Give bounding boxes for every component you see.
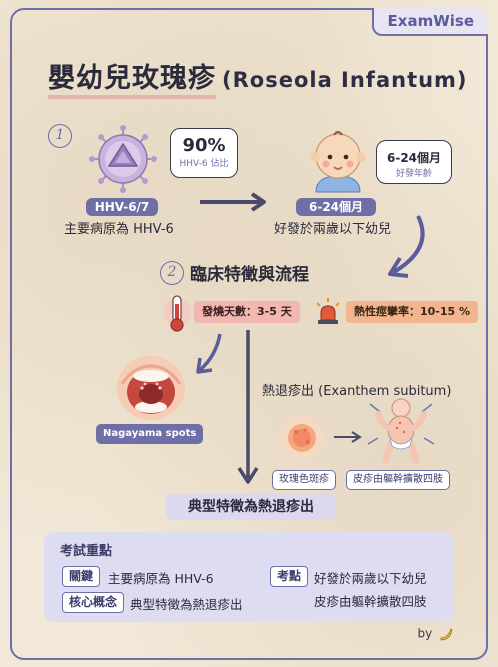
age-tag: 6-24個月 — [296, 198, 376, 216]
exam-title: 考試重點 — [60, 544, 113, 559]
title-english: (Roseola Infantum) — [222, 68, 468, 92]
thermometer-icon — [163, 295, 191, 332]
exanthem-title: 熱退疹出 (Exanthem subitum) — [262, 384, 452, 399]
brand-logo: ExamWise — [371, 8, 488, 36]
age-bubble-caption: 好發年齡 — [395, 169, 432, 179]
virus-tag: HHV-6/7 — [86, 198, 158, 216]
age-bubble-value: 6-24個月 — [386, 151, 442, 165]
step-2-number: 2 — [160, 261, 184, 285]
author-credit: by — [417, 626, 454, 642]
arrow-right-icon — [200, 192, 266, 212]
age-label: 好發於兩歲以下幼兒 — [274, 222, 392, 237]
exam-tag-core-concept: 核心概念 — [62, 592, 124, 613]
alarm-siren-icon — [316, 298, 340, 324]
exam-text-test-point-2: 皮疹由軀幹擴散四肢 — [314, 594, 427, 609]
short-arrow-icon — [196, 333, 222, 374]
fever-days-pill: 發燒天數：3-5 天 — [194, 301, 300, 323]
virus-label: 主要病原為 HHV-6 — [64, 222, 174, 237]
nagayama-spots-tag: Nagayama spots — [96, 424, 204, 444]
card-frame — [10, 8, 488, 660]
banana-icon — [440, 628, 453, 641]
age-bubble: 6-24個月 好發年齡 — [376, 140, 452, 184]
exam-tag-test-point: 考點 — [270, 566, 308, 587]
section-title-clinical: 臨床特徵與流程 — [190, 265, 309, 285]
hhv6-percentage: 90% — [182, 135, 226, 156]
title-chinese: 嬰幼兒玫瑰疹 — [48, 63, 216, 99]
page-title: 嬰幼兒玫瑰疹(Roseola Infantum) — [48, 56, 468, 99]
exam-tag-key: 關鍵 — [62, 566, 100, 587]
baby-body-icon — [367, 398, 435, 464]
exam-text-core-concept: 典型特徵為熱退疹出 — [130, 597, 243, 612]
by-label: by — [417, 626, 433, 641]
rose-rash-tag: 玫瑰色斑疹 — [272, 470, 336, 490]
step-1-number: 1 — [48, 124, 72, 148]
hhv6-percentage-caption: HHV-6 佔比 — [179, 159, 229, 169]
curved-arrow-icon — [388, 215, 425, 278]
rash-arrow-icon — [334, 431, 362, 443]
rose-rash-icon — [280, 416, 324, 460]
rash-spread-tag: 皮疹由軀幹擴散四肢 — [346, 470, 450, 490]
open-mouth-icon — [117, 356, 185, 420]
febrile-seizure-pill: 熱性痙攣率：10-15 % — [346, 301, 479, 323]
hhv6-percentage-bubble: 90% HHV-6 佔比 — [170, 128, 238, 178]
exam-text-test-point-1: 好發於兩歲以下幼兒 — [314, 571, 427, 586]
exam-text-key: 主要病原為 HHV-6 — [108, 571, 214, 586]
main-down-arrow-icon — [237, 330, 259, 484]
typical-feature-banner: 典型特徵為熱退疹出 — [166, 494, 336, 520]
virus-icon — [89, 125, 157, 193]
baby-face-icon — [310, 131, 366, 193]
